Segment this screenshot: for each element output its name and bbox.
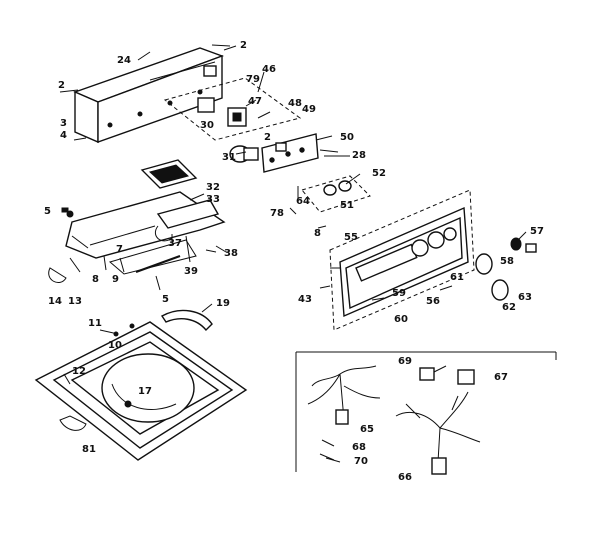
label-55: 55: [344, 232, 358, 243]
label-37: 37: [168, 238, 182, 249]
wiring-harness-box: [295, 351, 557, 475]
label-64: 64: [296, 196, 310, 207]
control-console-housing: [59, 44, 231, 144]
label-59: 59: [392, 288, 406, 299]
label-8: 8: [92, 274, 99, 285]
label-46: 46: [262, 64, 276, 75]
label-79: 79: [246, 74, 260, 85]
lid-and-hinge: [48, 159, 227, 291]
label-17: 17: [138, 386, 152, 397]
label-31: 31: [222, 152, 236, 163]
label-60: 60: [394, 314, 408, 325]
label-14: 14: [48, 296, 62, 307]
label-3: 3: [60, 118, 67, 129]
washer-top: [34, 309, 248, 461]
label-38: 38: [224, 248, 238, 259]
label-2: 2: [240, 40, 247, 51]
label-7: 7: [116, 244, 123, 255]
label-28: 28: [352, 150, 366, 161]
control-panel: [319, 189, 537, 331]
label-68: 68: [352, 442, 366, 453]
label-10: 10: [108, 340, 122, 351]
label-8: 8: [314, 228, 321, 239]
switch-bracket: [229, 133, 350, 173]
label-52: 52: [372, 168, 386, 179]
fasteners-group: [289, 175, 371, 229]
label-12: 12: [72, 366, 86, 377]
label-30: 30: [200, 120, 214, 131]
leader-lines: [99, 45, 527, 463]
label-48: 48: [288, 98, 302, 109]
label-24: 24: [117, 55, 131, 66]
label-70: 70: [354, 456, 368, 467]
label-33: 33: [206, 194, 220, 205]
part-labels: 2 24 2 3 4 79 46 47 30 48 49 2 50 31 28 …: [44, 40, 544, 483]
label-39: 39: [184, 266, 198, 277]
label-2: 2: [264, 132, 271, 143]
label-5: 5: [44, 206, 51, 217]
label-47: 47: [248, 96, 262, 107]
label-69: 69: [398, 356, 412, 367]
label-51: 51: [340, 200, 354, 211]
label-43: 43: [298, 294, 312, 305]
label-67: 67: [494, 372, 508, 383]
label-61: 61: [450, 272, 464, 283]
label-19: 19: [216, 298, 230, 309]
label-32: 32: [206, 182, 220, 193]
label-78: 78: [270, 208, 284, 219]
timer-assembly-group: [163, 77, 302, 141]
label-11: 11: [88, 318, 102, 329]
label-66: 66: [398, 472, 412, 483]
label-50: 50: [340, 132, 354, 143]
label-49: 49: [302, 104, 316, 115]
label-58: 58: [500, 256, 514, 267]
label-5: 5: [162, 294, 169, 305]
label-9: 9: [112, 274, 119, 285]
label-81: 81: [82, 444, 96, 455]
label-2: 2: [58, 80, 65, 91]
label-63: 63: [518, 292, 532, 303]
label-65: 65: [360, 424, 374, 435]
label-4: 4: [60, 130, 67, 141]
label-62: 62: [502, 302, 516, 313]
label-13: 13: [68, 296, 82, 307]
label-57: 57: [530, 226, 544, 237]
label-56: 56: [426, 296, 440, 307]
